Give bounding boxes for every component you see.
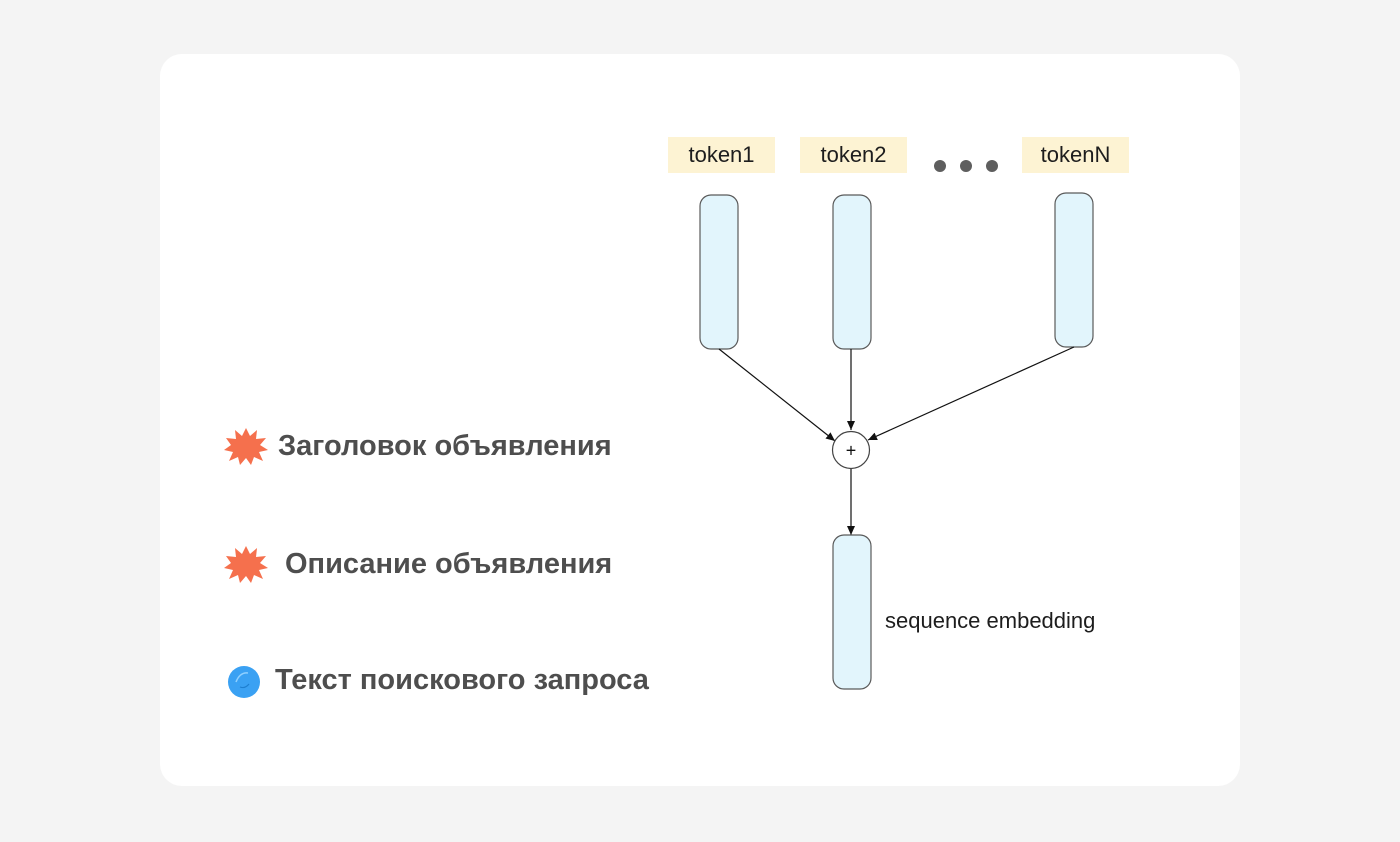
legend-item-description: Описание объявления — [224, 544, 612, 584]
token-vector-1 — [699, 194, 739, 350]
sum-node — [831, 430, 871, 470]
token-vector-n — [1054, 192, 1094, 348]
legend-item-query: Текст поискового запроса — [226, 660, 649, 700]
legend-item-title: Заголовок объявления — [224, 426, 612, 466]
orange-splat-icon — [224, 544, 268, 584]
orange-splat-icon — [224, 426, 268, 466]
ellipsis-dots — [934, 160, 998, 172]
arrow-tokenn-to-sum — [867, 346, 1075, 441]
ellipsis-dot — [986, 160, 998, 172]
token-chip-1: token1 — [668, 137, 775, 173]
sequence-embedding-label: sequence embedding — [885, 608, 1096, 633]
legend-label-title: Заголовок объявления — [278, 429, 612, 462]
token-chip-n: tokenN — [1022, 137, 1129, 173]
sequence-embedding-vector — [832, 534, 872, 690]
ellipsis-dot — [934, 160, 946, 172]
sum-operator: + — [846, 441, 857, 461]
ellipsis-dot — [960, 160, 972, 172]
blue-blob-icon — [226, 660, 264, 700]
token-chip-2: token2 — [800, 137, 907, 173]
arrow-token1-to-sum — [718, 348, 836, 442]
content-card — [160, 54, 1240, 786]
token-vector-2 — [832, 194, 872, 350]
legend-label-query: Текст поискового запроса — [275, 663, 649, 696]
legend-label-description: Описание объявления — [285, 547, 613, 580]
